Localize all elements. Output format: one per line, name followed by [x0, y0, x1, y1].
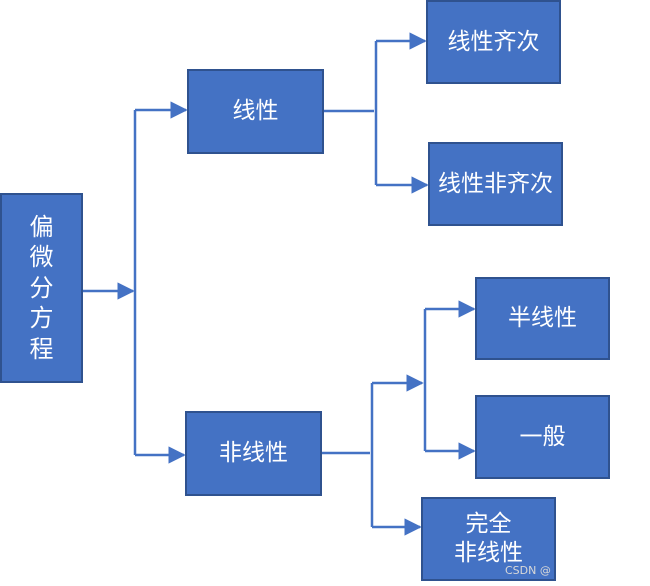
- root-char: 程: [29, 334, 54, 363]
- label-semilinear: 半线性: [508, 305, 577, 332]
- root-char: 偏: [29, 212, 54, 241]
- root-char: 方: [29, 304, 54, 333]
- root-box-pde: 偏 微 分 方 程: [0, 193, 83, 383]
- root-char: 分: [29, 273, 54, 302]
- label-linear-homogeneous: 线性齐次: [447, 28, 540, 55]
- label-nonlinear: 非线性: [219, 440, 288, 467]
- box-linear: 线性: [187, 69, 324, 154]
- box-nonlinear: 非线性: [185, 411, 322, 496]
- box-semilinear: 半线性: [475, 277, 610, 360]
- watermark: CSDN @: [505, 564, 551, 577]
- root-char: 微: [29, 243, 54, 272]
- root-label: 偏 微 分 方 程: [30, 212, 54, 364]
- box-fully-nonlinear: 完全 非线性: [421, 497, 556, 581]
- box-linear-homogeneous: 线性齐次: [426, 0, 561, 84]
- box-linear-nonhomogeneous: 线性非齐次: [428, 142, 563, 226]
- label-general: 一般: [519, 423, 566, 450]
- box-general: 一般: [475, 395, 610, 479]
- label-linear-nonhomogeneous: 线性非齐次: [438, 170, 553, 197]
- label-linear: 线性: [232, 98, 279, 125]
- label-fully-nonlinear: 完全 非线性: [454, 511, 523, 566]
